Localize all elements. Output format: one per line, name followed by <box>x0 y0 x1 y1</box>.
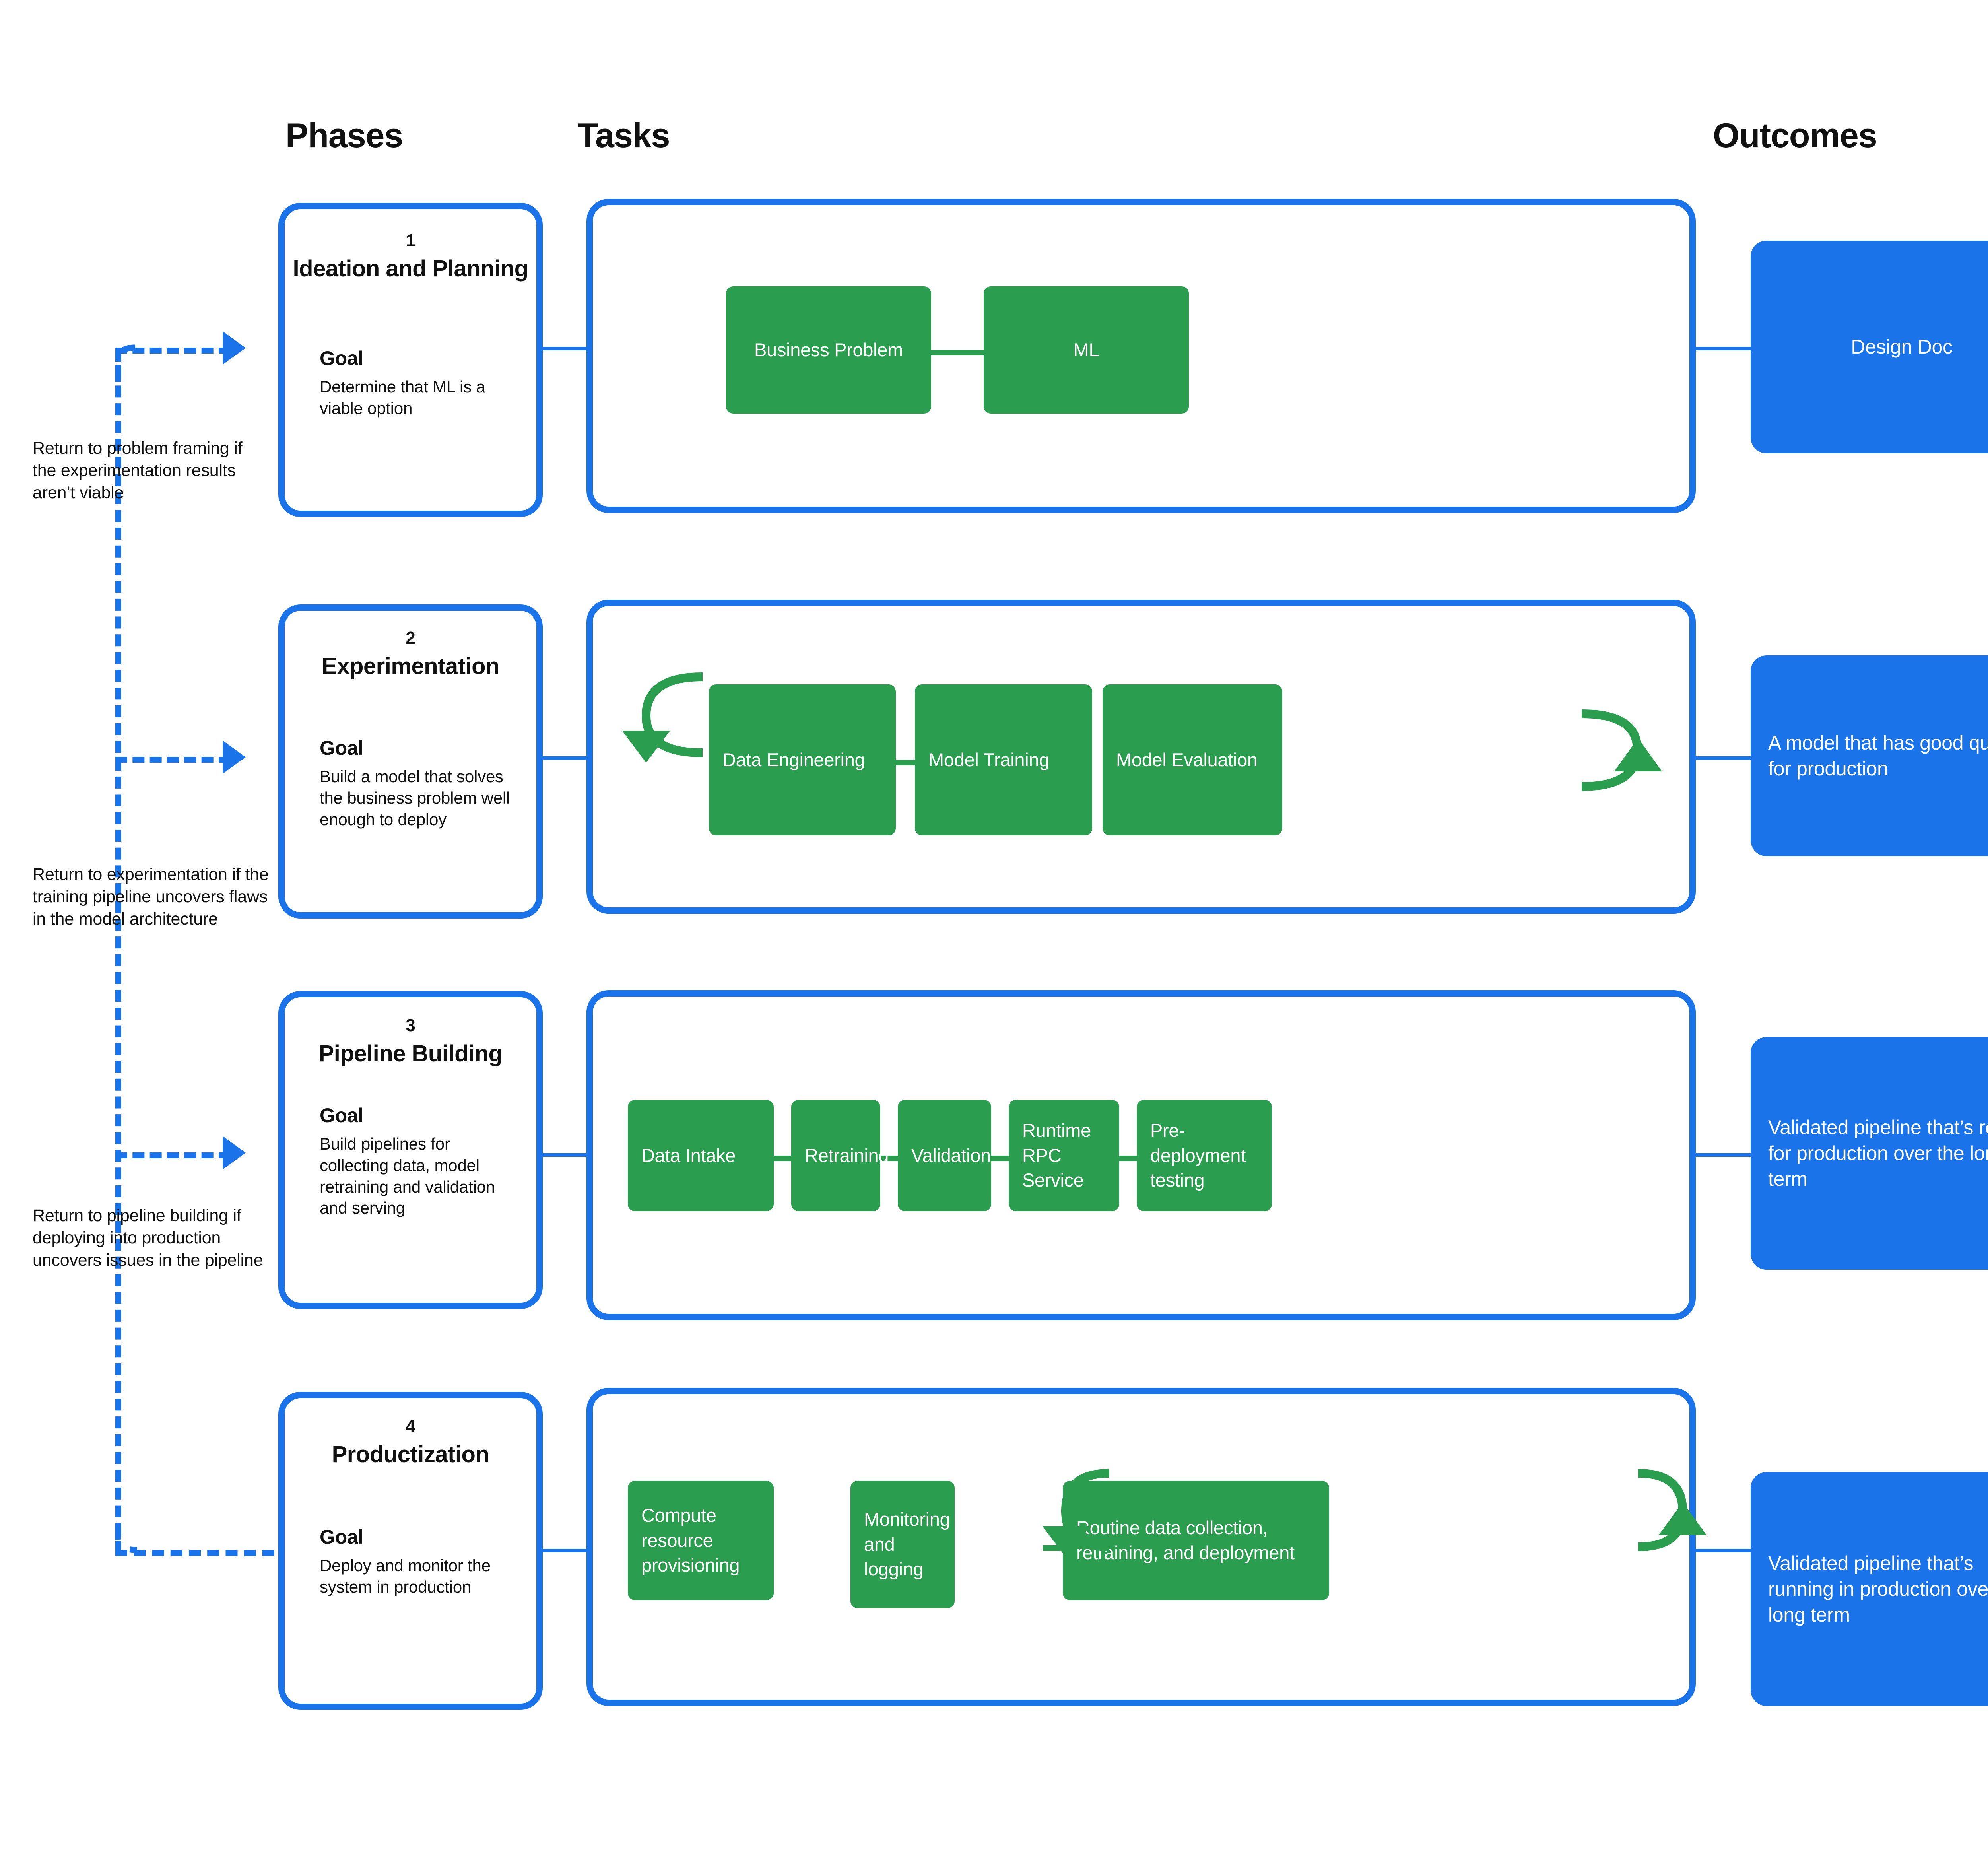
feedback-branch-phase3 <box>115 1152 231 1158</box>
annotation-left-1: Return to problem framing if the experim… <box>33 439 243 502</box>
task-connector <box>1119 1156 1137 1161</box>
phase-title: Pipeline Building <box>318 1041 503 1066</box>
connector-tasks1-outcome1 <box>1689 347 1751 350</box>
phase-number: 2 <box>406 628 415 648</box>
task-box[interactable]: Routine data collection, retraining, and… <box>1063 1481 1329 1600</box>
feedback-arrow-phase2 <box>223 740 246 774</box>
feedback-branch-phase1 <box>115 348 231 354</box>
task-label: Data Engineering <box>722 749 865 770</box>
task-connector <box>880 1156 898 1161</box>
task-connector <box>991 1156 1009 1161</box>
task-box[interactable]: Validation <box>898 1100 991 1211</box>
task-box[interactable]: Runtime RPC Service <box>1009 1100 1119 1211</box>
connector-tasks2-outcome2 <box>1689 756 1751 760</box>
tasks-panel-1: Business Problem ML <box>586 199 1696 513</box>
connector-tasks4-outcome4 <box>1689 1549 1751 1552</box>
goal-label: Goal <box>320 347 363 369</box>
feedback-arrow-phase3 <box>223 1136 246 1169</box>
outcome-label: Validated pipeline that’s ready for prod… <box>1768 1116 1988 1190</box>
task-label: Pre-deployment testing <box>1150 1119 1246 1191</box>
task-label: Validation <box>911 1144 991 1166</box>
task-label: Model Evaluation <box>1116 749 1258 770</box>
task-label: Compute resource provisioning <box>641 1504 740 1576</box>
goal-label: Goal <box>320 1526 363 1548</box>
task-connector <box>1043 1545 1063 1551</box>
tasks-panel-2: Data Engineering Model Training Model Ev… <box>586 600 1696 914</box>
task-box[interactable]: Model Training <box>915 684 1092 835</box>
outcome-box-2[interactable]: A model that has good quality for produc… <box>1751 655 1988 856</box>
outcome-label: A model that has good quality for produc… <box>1768 731 1988 780</box>
outcome-box-4[interactable]: Validated pipeline that’s running in pro… <box>1751 1472 1988 1706</box>
goal-label: Goal <box>320 737 363 759</box>
phase-title: Ideation and Planning <box>293 256 528 282</box>
task-box[interactable]: Model Evaluation <box>1103 684 1282 835</box>
connector-phase2-tasks <box>543 756 590 760</box>
phase-card-2[interactable]: 2 Experimentation Goal Build a model tha… <box>278 604 543 919</box>
feedback-spine-vertical <box>115 350 121 1553</box>
task-connector <box>774 1156 791 1161</box>
task-label: Model Training <box>928 749 1050 770</box>
task-box[interactable]: Data Engineering <box>709 684 896 835</box>
task-label: ML <box>1073 339 1099 360</box>
task-label: Monitoring and logging <box>864 1508 950 1580</box>
task-connector <box>931 350 984 355</box>
phase-card-3[interactable]: 3 Pipeline Building Goal Build pipelines… <box>278 991 543 1309</box>
task-box[interactable]: Retraining <box>791 1100 889 1211</box>
task-label: Runtime RPC Service <box>1022 1119 1091 1191</box>
phase-title: Experimentation <box>322 653 499 679</box>
connector-tasks3-outcome3 <box>1689 1153 1751 1157</box>
task-label: Data Intake <box>641 1144 736 1166</box>
task-label: Retraining <box>805 1144 889 1166</box>
task-box[interactable]: Pre-deployment testing <box>1137 1100 1272 1211</box>
task-label: Business Problem <box>754 339 903 360</box>
feedback-arrow-phase1 <box>223 331 246 365</box>
connector-phase3-tasks <box>543 1153 590 1157</box>
tasks-panel-4: Compute resource provisioning Monitoring… <box>586 1388 1696 1706</box>
column-header-phases: Phases <box>285 117 403 155</box>
feedback-branch-phase2 <box>115 757 231 763</box>
task-connector <box>896 760 915 765</box>
goal-text: Deploy and monitor the system in product… <box>320 1556 491 1596</box>
outcome-label: Validated pipeline that’s running in pro… <box>1768 1552 1988 1626</box>
connector-phase1-tasks <box>543 347 590 350</box>
phase-title: Productization <box>332 1441 489 1467</box>
phase-card-4[interactable]: 4 Productization Goal Deploy and monitor… <box>278 1392 543 1710</box>
outcome-box-1[interactable]: Design Doc <box>1751 241 1988 453</box>
phase-number: 1 <box>406 231 415 250</box>
outcome-label: Design Doc <box>1851 336 1953 358</box>
column-header-tasks: Tasks <box>577 117 670 155</box>
task-label: Routine data collection, retraining, and… <box>1076 1517 1295 1563</box>
goal-text: Determine that ML is a viable option <box>320 377 485 418</box>
outcome-box-3[interactable]: Validated pipeline that’s ready for prod… <box>1751 1037 1988 1270</box>
connector-phase4-tasks <box>543 1549 590 1552</box>
column-header-outcomes: Outcomes <box>1713 117 1877 155</box>
phase-number: 4 <box>406 1416 415 1436</box>
task-box[interactable]: Compute resource provisioning <box>628 1481 774 1600</box>
task-box[interactable]: Monitoring and logging <box>850 1481 955 1608</box>
task-box[interactable]: Data Intake <box>628 1100 774 1211</box>
goal-text: Build a model that solves the business p… <box>320 767 510 829</box>
feedback-branch-phase4-source <box>115 1550 274 1556</box>
phase-card-1[interactable]: 1 Ideation and Planning Goal Determine t… <box>278 203 543 517</box>
goal-text: Build pipelines for collecting data, mod… <box>320 1134 495 1218</box>
goal-label: Goal <box>320 1104 363 1127</box>
phase-number: 3 <box>406 1016 415 1035</box>
task-box[interactable]: Business Problem <box>726 286 931 414</box>
task-box[interactable]: ML <box>984 286 1189 414</box>
annotation-left-2: Return to experimentation if the trainin… <box>33 865 269 929</box>
tasks-panel-3: Data Intake Retraining Validation Runtim… <box>586 990 1696 1320</box>
annotation-left-3: Return to pipeline building if deploying… <box>33 1206 263 1270</box>
